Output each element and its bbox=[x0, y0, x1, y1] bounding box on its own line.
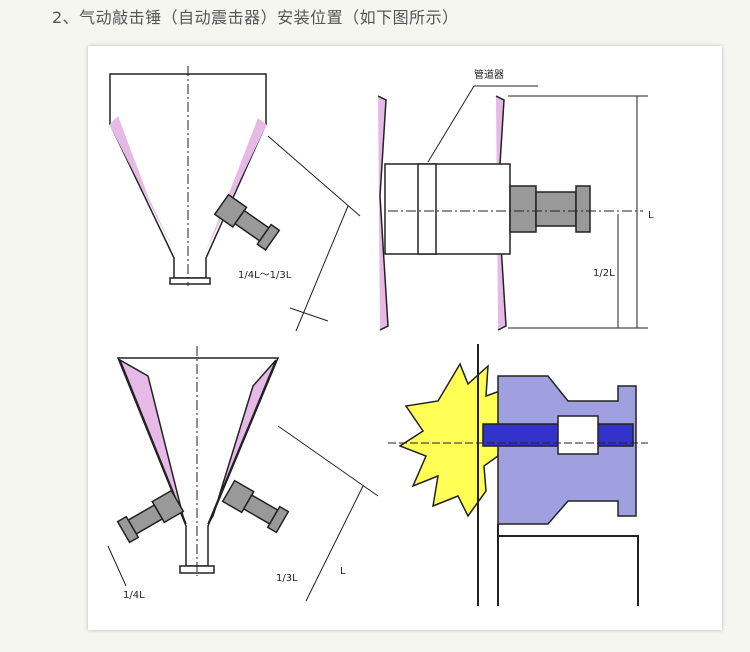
pipe-mount bbox=[377, 85, 648, 331]
hopper-top-left bbox=[109, 66, 361, 332]
label-quarter-L: 1/4L bbox=[123, 590, 145, 601]
label-pipe: 管道器 bbox=[474, 68, 504, 81]
label-third-L: 1/3L bbox=[276, 573, 298, 584]
diagram-svg: 管道器 1/4L～1/3L L 1/2L 1/4L 1/3L L bbox=[107, 66, 654, 606]
label-range: 1/4L～1/3L bbox=[238, 270, 292, 281]
label-L-top: L bbox=[648, 210, 654, 221]
label-half-L: 1/2L bbox=[593, 268, 615, 279]
installation-diagram: 管道器 1/4L～1/3L L 1/2L 1/4L 1/3L L bbox=[88, 46, 722, 630]
hopper-bottom-left bbox=[107, 346, 379, 602]
hammer-cross-section bbox=[388, 344, 648, 606]
label-L-bottom: L bbox=[340, 566, 346, 577]
section-heading: 2、气动敲击锤（自动震击器）安装位置（如下图所示） bbox=[52, 8, 459, 27]
